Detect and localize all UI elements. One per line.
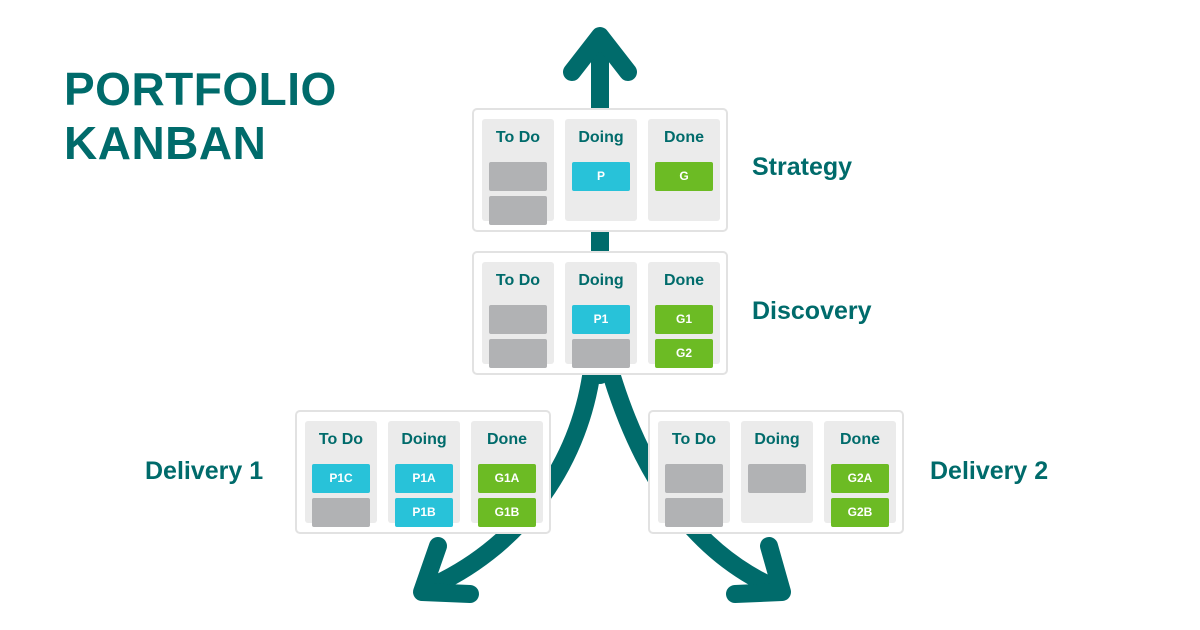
column-done: Done G	[648, 119, 720, 221]
kanban-card[interactable]: G2A	[831, 464, 889, 493]
column-header: To Do	[318, 431, 364, 448]
column-header: Done	[664, 272, 704, 289]
board-delivery-1: To Do P1C Doing P1A P1B Done G1A G1B	[295, 410, 551, 534]
board-label-delivery-2: Delivery 2	[930, 457, 1049, 485]
board-label-strategy: Strategy	[752, 153, 853, 181]
column-header: Doing	[401, 431, 447, 448]
kanban-card[interactable]: G1A	[478, 464, 536, 493]
column-header: Done	[664, 129, 704, 146]
kanban-card[interactable]	[572, 339, 630, 368]
board-delivery-2: To Do Doing Done G2A G2B	[648, 410, 904, 534]
kanban-card[interactable]: P	[572, 162, 630, 191]
column-header: Doing	[578, 272, 624, 289]
arrow-up-head	[563, 27, 637, 81]
board-strategy: To Do Doing P Done G	[472, 108, 728, 232]
column-done: Done G2A G2B	[824, 421, 896, 527]
column-header: To Do	[671, 431, 717, 448]
column-doing: Doing	[741, 421, 813, 523]
kanban-card[interactable]: G2	[655, 339, 713, 368]
title-line-2: KANBAN	[64, 117, 267, 169]
column-header: To Do	[495, 272, 541, 289]
kanban-card[interactable]	[489, 196, 547, 225]
kanban-card[interactable]	[665, 464, 723, 493]
page-title: PORTFOLIO KANBAN	[64, 62, 337, 170]
column-done: Done G1A G1B	[471, 421, 543, 527]
board-label-discovery: Discovery	[752, 297, 872, 325]
arrow-left-head	[413, 537, 479, 603]
column-header: Doing	[754, 431, 800, 448]
column-done: Done G1 G2	[648, 262, 720, 368]
kanban-card[interactable]: P1B	[395, 498, 453, 527]
column-todo: To Do	[482, 119, 554, 225]
column-doing: Doing P1A P1B	[388, 421, 460, 527]
kanban-card[interactable]: P1A	[395, 464, 453, 493]
column-todo: To Do	[658, 421, 730, 527]
kanban-card[interactable]: G1	[655, 305, 713, 334]
board-discovery: To Do Doing P1 Done G1 G2	[472, 251, 728, 375]
kanban-card[interactable]	[489, 339, 547, 368]
kanban-card[interactable]: G	[655, 162, 713, 191]
kanban-card[interactable]: G1B	[478, 498, 536, 527]
column-header: Done	[840, 431, 880, 448]
kanban-card[interactable]: P1	[572, 305, 630, 334]
kanban-card[interactable]: G2B	[831, 498, 889, 527]
kanban-card[interactable]: P1C	[312, 464, 370, 493]
column-header: Done	[487, 431, 527, 448]
column-doing: Doing P	[565, 119, 637, 221]
kanban-card[interactable]	[489, 162, 547, 191]
arrow-right-head	[726, 537, 791, 603]
board-label-delivery-1: Delivery 1	[145, 457, 264, 485]
column-todo: To Do P1C	[305, 421, 377, 527]
kanban-card[interactable]	[312, 498, 370, 527]
kanban-card[interactable]	[748, 464, 806, 493]
column-header: Doing	[578, 129, 624, 146]
column-todo: To Do	[482, 262, 554, 368]
kanban-card[interactable]	[665, 498, 723, 527]
kanban-card[interactable]	[489, 305, 547, 334]
column-doing: Doing P1	[565, 262, 637, 368]
column-header: To Do	[495, 129, 541, 146]
title-line-1: PORTFOLIO	[64, 63, 337, 115]
